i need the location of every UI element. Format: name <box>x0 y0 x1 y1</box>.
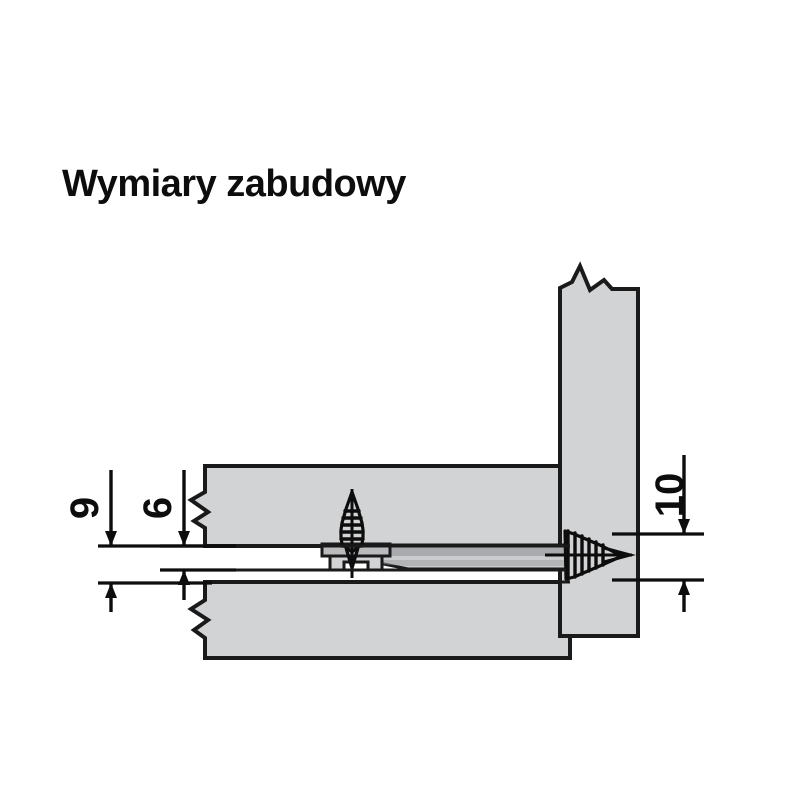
dimension-label-10: 10 <box>648 473 692 518</box>
dimension-9: 9 <box>63 470 117 612</box>
dimension-extension-lines <box>98 532 704 585</box>
bottom-horizontal-panel <box>187 580 572 660</box>
dimension-10: 10 <box>648 455 692 612</box>
page-title: Wymiary zabudowy <box>62 163 406 205</box>
seam-lines <box>205 544 570 584</box>
dimension-label-9: 9 <box>63 497 107 519</box>
horizontal-screw <box>545 529 637 581</box>
vertical-panel <box>558 261 640 638</box>
dimension-label-6: 6 <box>136 497 180 519</box>
top-horizontal-panel <box>187 464 572 548</box>
dimension-6: 6 <box>136 470 190 600</box>
